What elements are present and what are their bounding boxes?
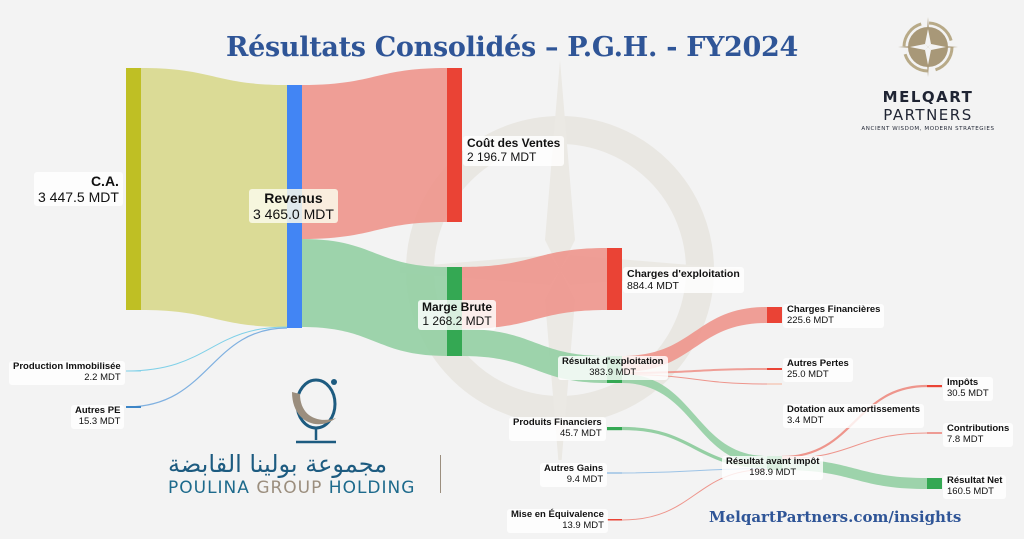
node-impots — [927, 385, 942, 388]
link-resexpl-rai — [622, 374, 767, 465]
label-resultat-exploitation: Résultat d'exploitation 383.9 MDT — [558, 356, 668, 380]
link-marge-charges — [462, 248, 607, 329]
node-produits-financiers — [607, 427, 622, 431]
link-autrespe-revenus — [125, 327, 288, 408]
page-title: Résultats Consolidés – P.G.H. - FY2024 — [226, 32, 798, 64]
melqart-logo: MELQART PARTNERS ANCIENT WISDOM, MODERN … — [838, 15, 1018, 132]
label-cout-ventes: Coût des Ventes 2 196.7 MDT — [463, 136, 565, 166]
node-production-immobilisee — [126, 370, 141, 372]
link-prodimmo-revenus — [125, 326, 288, 372]
link-revenus-cout — [302, 68, 447, 239]
sankey-nodes — [126, 68, 942, 521]
link-resexpl-chfin — [622, 307, 767, 372]
node-ca — [126, 68, 141, 310]
label-autres-gains: Autres Gains 9.4 MDT — [540, 463, 608, 487]
node-resultat-net — [927, 478, 942, 489]
poulina-logo: مجموعة بولينا القابضة POULINA GROUP HOLD… — [168, 372, 458, 498]
poulina-egg-icon — [292, 378, 337, 444]
node-dotation — [767, 383, 782, 385]
label-produits-financiers: Produits Financiers 45.7 MDT — [509, 417, 606, 441]
label-contributions: Contributions 7.8 MDT — [943, 423, 1014, 447]
label-dotation: Dotation aux amortissements 3.4 MDT — [783, 404, 925, 428]
melqart-tagline: ANCIENT WISDOM, MODERN STRATEGIES — [861, 126, 995, 132]
link-ca-revenus — [141, 68, 287, 327]
node-charges-financieres — [767, 307, 782, 323]
link-revenus-marge — [302, 239, 447, 356]
label-ca: C.A. 3 447.5 MDT — [34, 172, 123, 207]
node-autres-pe — [126, 406, 141, 408]
label-charges-exploitation: Charges d'exploitation 884.4 MDT — [623, 267, 744, 294]
node-cout-ventes — [447, 68, 462, 222]
label-marge-brute: Marge Brute 1 268.2 MDT — [418, 300, 497, 330]
label-autres-pe: Autres PE 15.3 MDT — [71, 405, 125, 429]
node-autres-pertes — [767, 368, 782, 370]
label-impots: Impôts 30.5 MDT — [943, 377, 993, 401]
label-revenus: Revenus 3 465.0 MDT — [249, 189, 338, 224]
node-contributions — [927, 432, 942, 434]
poulina-divider — [440, 455, 441, 493]
label-mise-equivalence: Mise en Équivalence 13.9 MDT — [507, 509, 608, 533]
poulina-arabic-name: مجموعة بولينا القابضة — [168, 450, 388, 478]
label-resultat-net: Résultat Net 160.5 MDT — [943, 475, 1007, 499]
node-autres-gains — [607, 472, 622, 474]
poulina-english-name: POULINA GROUP HOLDING — [168, 478, 416, 498]
label-charges-financieres: Charges Financières 225.6 MDT — [783, 304, 885, 328]
node-mise-equivalence — [607, 519, 622, 521]
label-resultat-avant-impot: Résultat avant impôt 198.9 MDT — [722, 456, 824, 480]
label-autres-pertes: Autres Pertes 25.0 MDT — [783, 358, 853, 382]
compass-logo-icon — [898, 17, 958, 77]
node-charges-exploitation — [607, 248, 622, 310]
label-production-immobilisee: Production Immobilisée 2.2 MDT — [9, 361, 125, 385]
melqart-name-bold: MELQART — [882, 88, 974, 106]
melqart-name-light: PARTNERS — [883, 106, 973, 124]
footer-insights-link[interactable]: MelqartPartners.com/insights — [709, 508, 962, 526]
